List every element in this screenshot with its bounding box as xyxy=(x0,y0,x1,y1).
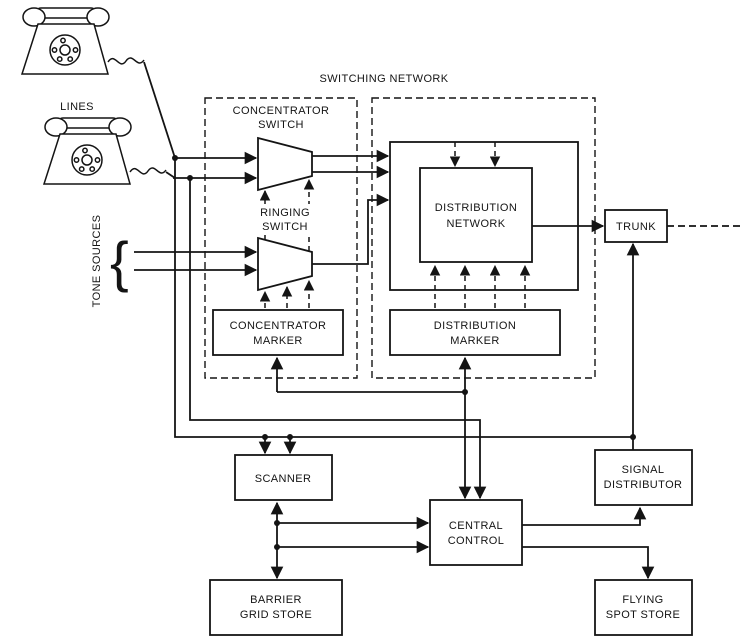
junction-dot xyxy=(262,434,268,440)
barrier-grid-store-box xyxy=(209,579,343,636)
label-mask xyxy=(248,204,322,234)
concentrator-switch-shape xyxy=(257,136,313,192)
diagram-title: SWITCHING NETWORK xyxy=(319,73,448,85)
distribution-network-label-1: DISTRIBUTION xyxy=(435,202,517,214)
concentrator-marker-label-2: MARKER xyxy=(253,335,302,347)
concentrator-dashed-boundary xyxy=(204,97,358,379)
telephone-icon xyxy=(43,117,167,185)
distribution-network-label-2: NETWORK xyxy=(446,218,505,230)
signal-distributor-label-2: DISTRIBUTOR xyxy=(604,479,683,491)
central-control-box xyxy=(429,499,523,566)
trunk-label: TRUNK xyxy=(616,221,656,233)
wire-line-to-central-control xyxy=(189,178,487,500)
wires xyxy=(134,149,741,580)
distribution-dashed-boundary xyxy=(371,97,596,379)
distribution-marker-label-1: DISTRIBUTION xyxy=(434,320,516,332)
tone-sources-brace: { xyxy=(110,230,129,293)
central-control-label-2: CONTROL xyxy=(448,535,505,547)
telephone-icon xyxy=(21,7,145,75)
barrier-grid-store-label-2: GRID STORE xyxy=(240,609,312,621)
junction-dot xyxy=(287,434,293,440)
signal-distributor-label-1: SIGNAL xyxy=(622,464,665,476)
central-control-label-1: CENTRAL xyxy=(449,520,503,532)
distribution-marker-label-2: MARKER xyxy=(450,335,499,347)
wire-central-control-to-signal-distributor xyxy=(522,506,647,526)
junction-dot xyxy=(274,544,280,550)
phone2-line xyxy=(165,171,176,179)
flying-spot-store-box xyxy=(594,579,693,636)
concentrator-marker-box xyxy=(212,309,344,356)
concentrator-switch-label-2: SWITCH xyxy=(258,119,304,131)
lines-label: LINES xyxy=(60,101,94,113)
wire-central-control-to-flying-spot-store xyxy=(522,546,655,580)
phone1-line xyxy=(143,61,176,159)
tone-sources-label: TONE SOURCES xyxy=(91,215,103,308)
junction-dot xyxy=(630,434,636,440)
ringing-switch-shape xyxy=(257,236,313,292)
distribution-network-box xyxy=(419,167,533,263)
junction-dot xyxy=(187,175,193,181)
concentrator-marker-label-1: CONCENTRATOR xyxy=(230,320,327,332)
marker-control-wires xyxy=(259,142,531,308)
distribution-marker-box xyxy=(389,309,561,356)
flying-spot-store-label-2: SPOT STORE xyxy=(606,609,681,621)
scanner-label: SCANNER xyxy=(255,473,312,485)
concentrator-switch-label-1: CONCENTRATOR xyxy=(233,105,330,117)
signal-distributor-box xyxy=(594,449,693,506)
barrier-grid-store-label-1: BARRIER xyxy=(250,594,302,606)
trunk-box xyxy=(604,209,668,243)
flying-spot-store-label-1: FLYING xyxy=(622,594,663,606)
ringing-switch-label-2: SWITCH xyxy=(262,221,308,233)
ringing-switch-label-1: RINGING xyxy=(260,207,310,219)
wire-ringing-to-network xyxy=(312,193,390,265)
junction-dot xyxy=(462,389,468,395)
junction-dot xyxy=(274,520,280,526)
scanner-box xyxy=(234,454,333,501)
